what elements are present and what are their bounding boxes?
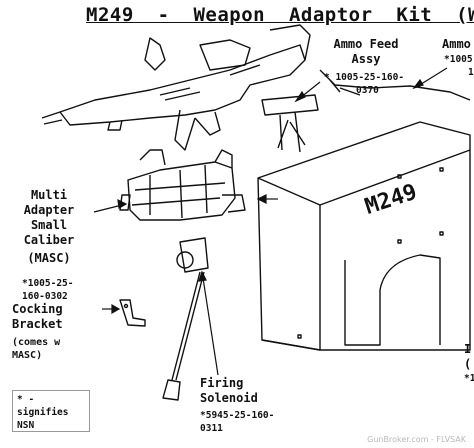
m249-rifle-drawing bbox=[41, 24, 311, 151]
firing-nsn-line1: *5945-25-160- bbox=[200, 410, 275, 421]
ammo-right-nsn-line1: *1005 bbox=[444, 54, 473, 65]
firing-nsn-line2: 0311 bbox=[200, 423, 223, 434]
masc-nsn-line1: *1005-25- bbox=[22, 278, 74, 289]
ammo-right-label: Ammo bbox=[442, 37, 471, 52]
masc-label-line2: Adapter bbox=[23, 203, 75, 217]
watermark: GunBroker.com - FLVSAK bbox=[367, 435, 466, 444]
firing-label-line1: Firing bbox=[200, 376, 244, 390]
masc-label-line3: Small bbox=[30, 218, 68, 232]
cocking-bracket-drawing bbox=[119, 299, 146, 327]
ammo-feed-label-line1: Ammo Feed bbox=[333, 37, 399, 51]
cocking-bracket-label: Cocking Bracket bbox=[12, 302, 63, 332]
ammo-feed-nsn-line2: 0370 bbox=[356, 85, 379, 96]
nsn-legend: * - signifies NSN bbox=[12, 390, 90, 432]
masc-nsn-line2: 160-0302 bbox=[22, 291, 68, 302]
ammo-feed-drawing bbox=[261, 69, 471, 153]
legend-line3: NSN bbox=[17, 420, 35, 431]
legend-line2: signifies bbox=[17, 407, 69, 418]
masc-drawing bbox=[119, 149, 246, 221]
cocking-note-line2: MASC) bbox=[12, 350, 43, 361]
ammo-feed-label: Ammo Feed Assy bbox=[326, 37, 406, 67]
legend-line1: * - bbox=[17, 394, 35, 405]
firing-solenoid-drawing bbox=[162, 237, 209, 401]
ammo-feed-nsn-line1: * 1005-25-160- bbox=[324, 72, 405, 83]
right-edge-line3: *1 bbox=[464, 373, 474, 384]
masc-label-line5: (MASC) bbox=[27, 251, 71, 265]
firing-label-line2: Solenoid bbox=[200, 391, 258, 405]
cocking-label-line2: Bracket bbox=[12, 317, 63, 331]
masc-label: Multi Adapter Small Caliber (MASC) bbox=[14, 188, 84, 266]
page-title: M249 - Weapon Adaptor Kit (W bbox=[86, 4, 474, 26]
ammo-box-drawing bbox=[257, 121, 471, 351]
masc-label-line4: Caliber bbox=[23, 233, 75, 247]
ammo-feed-label-line2: Assy bbox=[351, 52, 381, 66]
masc-nsn: *1005-25- 160-0302 bbox=[22, 277, 73, 303]
firing-solenoid-nsn: *5945-25-160- 0311 bbox=[200, 409, 274, 435]
cocking-bracket-note: (comes w MASC) bbox=[12, 336, 60, 362]
ammo-right-nsn: *1005 1 bbox=[444, 53, 474, 79]
ammo-right-nsn-line2: 1 bbox=[468, 67, 474, 78]
right-edge-line1: I bbox=[464, 342, 472, 356]
masc-label-line1: Multi bbox=[30, 188, 68, 202]
ammo-right-label-line1: Ammo bbox=[442, 37, 471, 51]
firing-solenoid-label: Firing Solenoid bbox=[200, 376, 258, 406]
right-edge-label: I ( *1 bbox=[464, 342, 474, 385]
cocking-note-line1: (comes w bbox=[12, 337, 61, 348]
right-edge-line2: ( bbox=[464, 357, 472, 371]
ammo-feed-nsn: * 1005-25-160- 0370 bbox=[324, 71, 404, 97]
cocking-label-line1: Cocking bbox=[12, 302, 63, 316]
